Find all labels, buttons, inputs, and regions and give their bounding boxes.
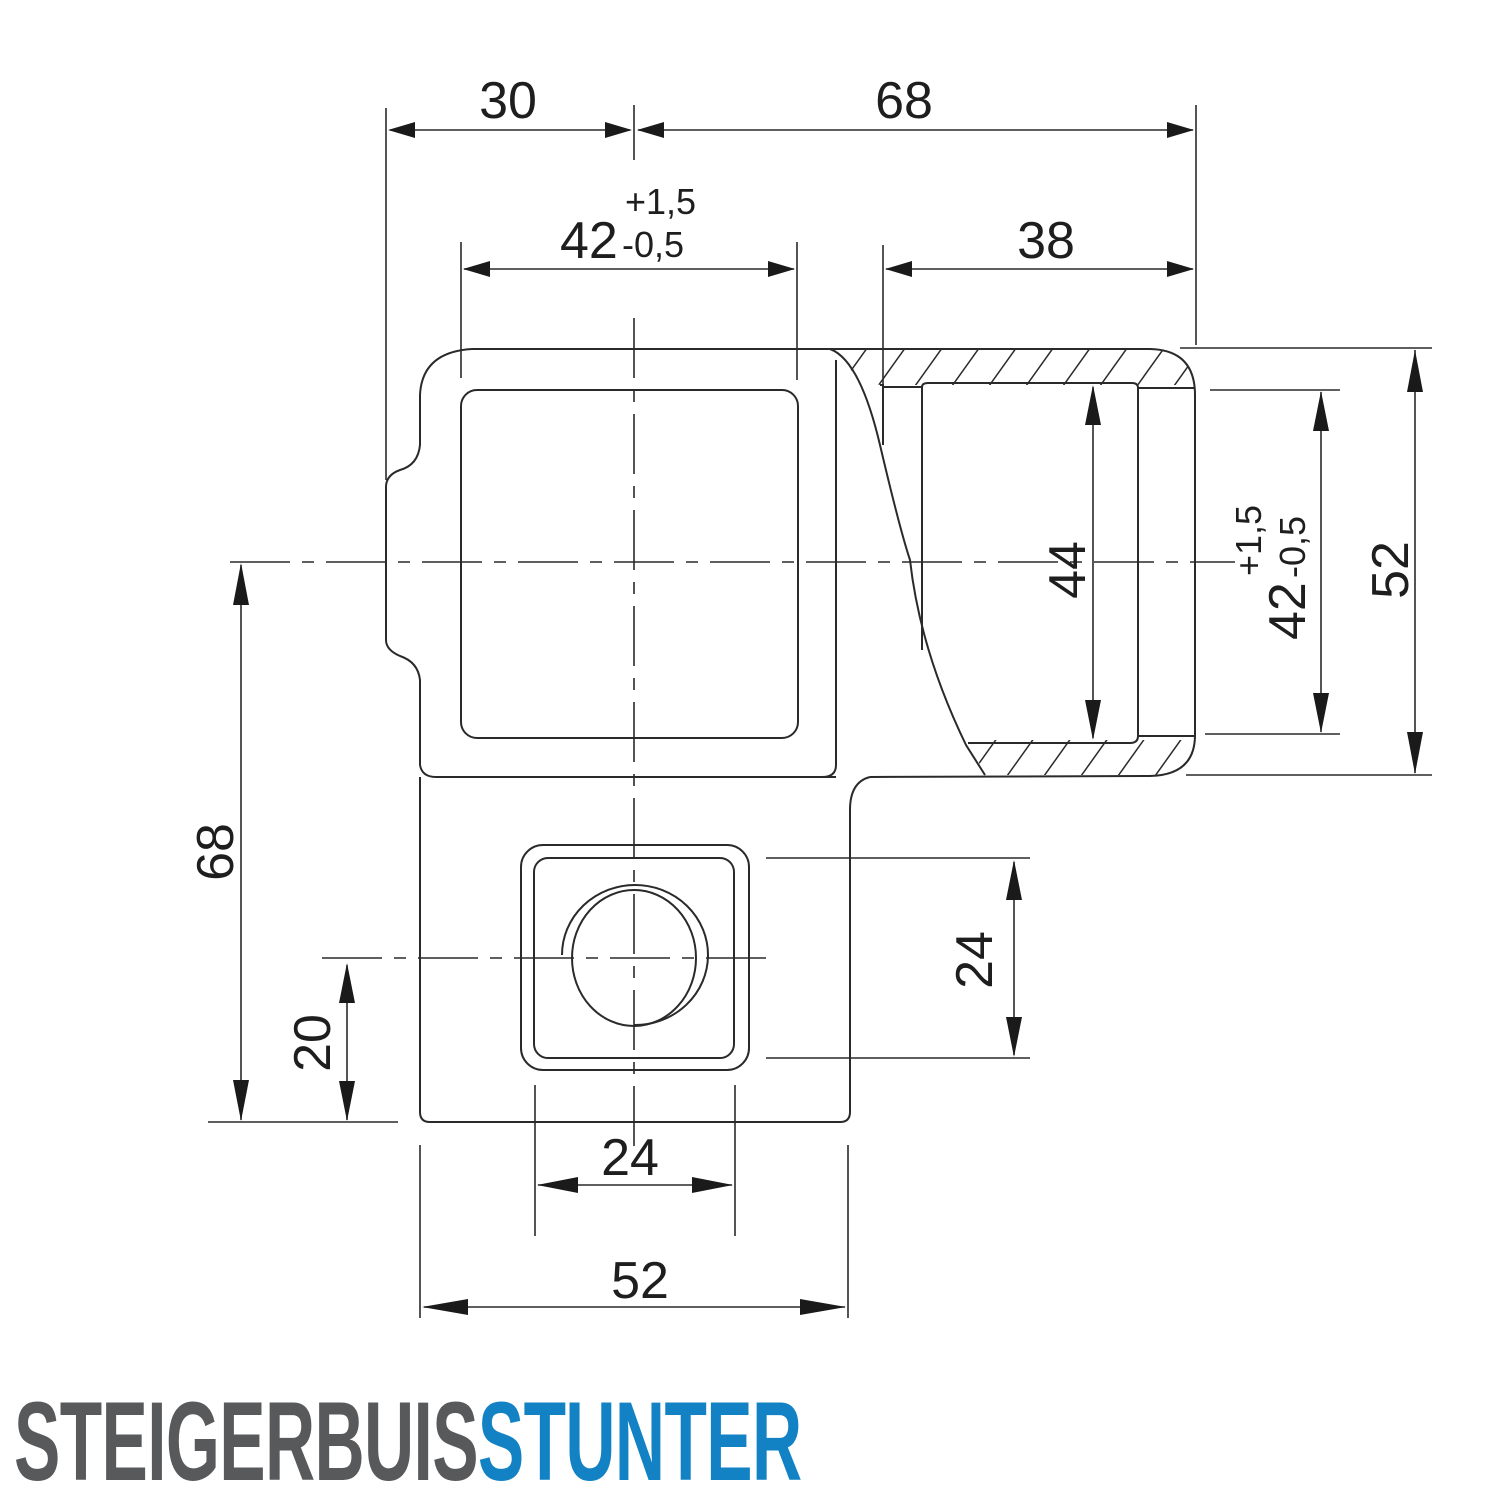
dim-68-top: 68	[875, 72, 933, 130]
brand-logo-part2: STUNTER	[477, 1379, 802, 1504]
dim-68-left: 68	[187, 823, 245, 881]
dim-52-side: 52	[1362, 541, 1420, 599]
dim-44: 44	[1039, 541, 1097, 599]
dim-30: 30	[479, 72, 537, 130]
dim-42-top-tol-upper: +1,5	[625, 181, 696, 222]
dim-24-bottom: 24	[601, 1129, 659, 1187]
dim-24-right: 24	[946, 931, 1004, 989]
brand-logo: STEIGERBUISSTUNTER	[14, 1386, 802, 1498]
dim-42-side-tol-lower: -0,5	[1272, 516, 1313, 578]
part-outline	[385, 348, 1196, 1123]
dim-42-top: 42	[560, 212, 618, 270]
brand-logo-part1: STEIGERBUIS	[14, 1379, 479, 1504]
dimension-labels: 30 68 42 +1,5 -0,5 38 44 42 +1,5 -0,5 52…	[187, 72, 1420, 1310]
dim-20: 20	[284, 1014, 342, 1072]
dim-42-side: 42	[1259, 582, 1317, 640]
extension-lines	[208, 105, 1432, 1318]
dim-38: 38	[1017, 212, 1075, 270]
dim-42-side-tol-upper: +1,5	[1228, 505, 1269, 576]
dim-52-bottom: 52	[611, 1252, 669, 1310]
center-lines	[230, 318, 1235, 1150]
dim-42-top-tol-lower: -0,5	[622, 224, 684, 265]
dimension-lines	[233, 122, 1423, 1315]
